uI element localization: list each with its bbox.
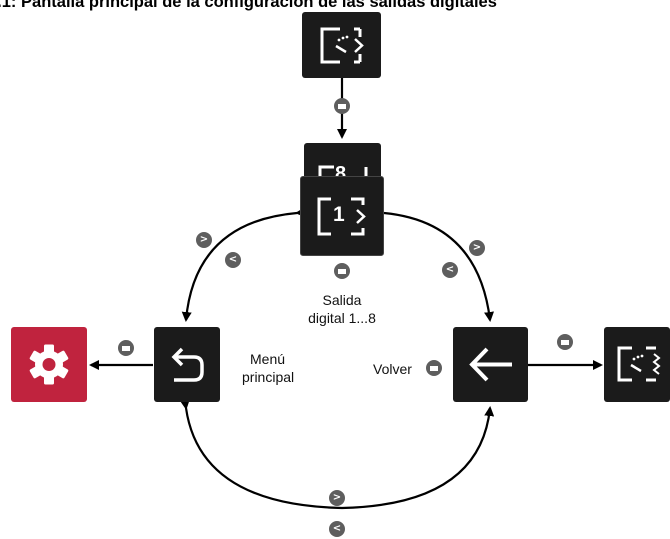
- settings-screen-icon-right: [617, 346, 661, 382]
- enter-button-icon: [334, 263, 350, 279]
- main-menu-tile[interactable]: [154, 327, 220, 402]
- enter-button-icon: [426, 360, 442, 376]
- prev-button-icon: <: [442, 262, 458, 278]
- back-label: Volver: [373, 361, 412, 377]
- top-settings-screen-tile[interactable]: [302, 12, 381, 78]
- prev-button-icon: <: [329, 521, 345, 537]
- arc-menu-volver: [179, 399, 495, 510]
- return-icon: [171, 347, 204, 382]
- configuration-screen-tile[interactable]: [604, 327, 670, 402]
- next-button-icon: >: [196, 232, 212, 248]
- main-menu-label: Menú principal: [242, 351, 295, 385]
- back-arrow-icon: [469, 347, 512, 382]
- gear-icon: [29, 344, 69, 385]
- arc-output-menu: [181, 207, 306, 322]
- prev-button-icon: <: [225, 252, 241, 268]
- enter-button-icon: [118, 340, 134, 356]
- page-title: 6.1: Pantalla principal de la configurac…: [0, 0, 497, 11]
- next-button-icon: >: [329, 490, 345, 506]
- enter-button-icon: [557, 334, 573, 350]
- enter-button-icon: [334, 98, 350, 114]
- next-button-icon: >: [469, 240, 485, 256]
- settings-tile[interactable]: [11, 327, 87, 402]
- output-1-number: 1: [333, 203, 345, 226]
- back-tile[interactable]: [453, 327, 528, 402]
- arc-output-volver: [375, 207, 494, 322]
- output-8-number: 8: [335, 163, 347, 185]
- settings-screen-icon: [320, 27, 364, 64]
- output-1-icon: [317, 197, 366, 236]
- output-1-tile[interactable]: 1: [300, 176, 384, 256]
- output-label: Salida digital 1...8: [308, 292, 376, 326]
